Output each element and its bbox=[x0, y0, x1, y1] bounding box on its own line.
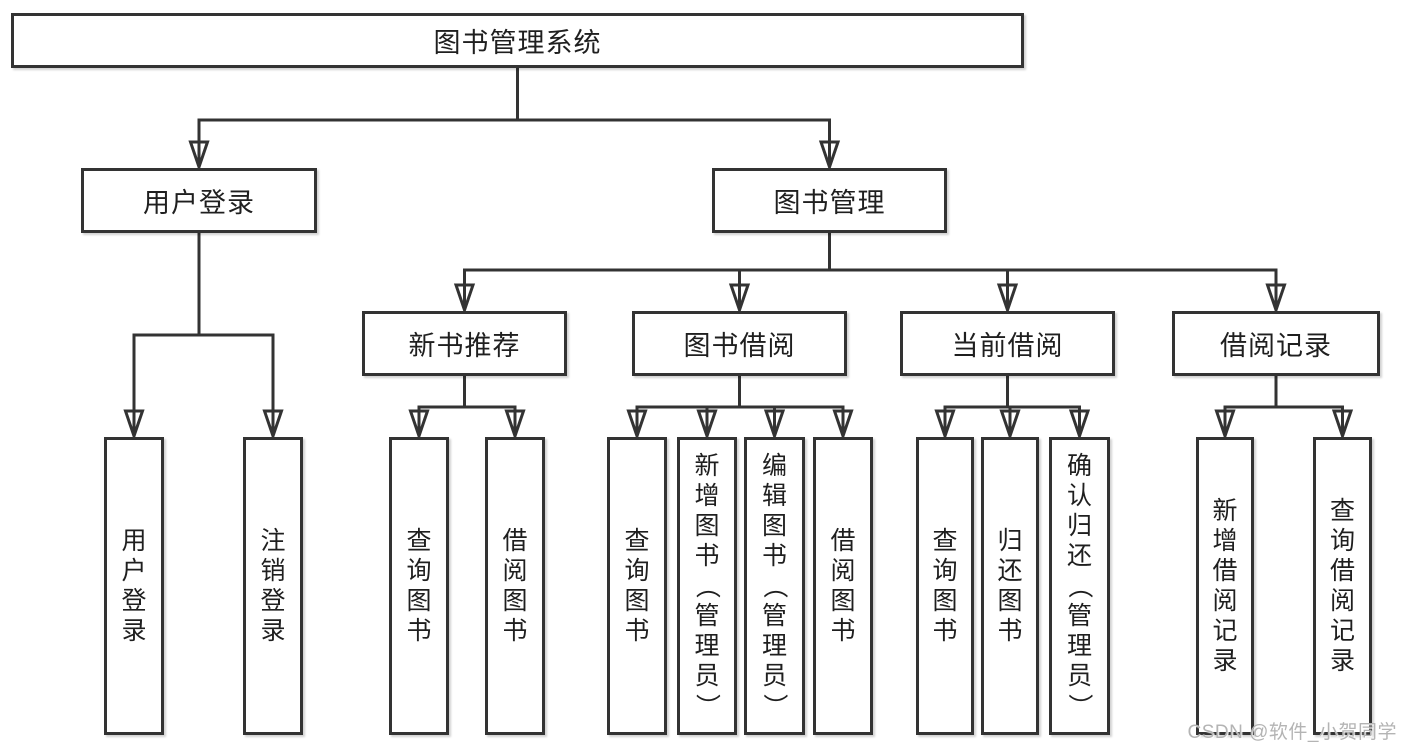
leaf-br-query-record: 查询借阅记录 bbox=[1313, 437, 1372, 735]
node-borrowing-record: 借阅记录 bbox=[1172, 311, 1380, 376]
node-new-book-recommendation: 新书推荐 bbox=[362, 311, 567, 376]
leaf-bb-query-book: 查询图书 bbox=[607, 437, 667, 735]
watermark: CSDN @软件_小贺同学 bbox=[1187, 722, 1397, 743]
leaf-cb-query-book: 查询图书 bbox=[916, 437, 974, 735]
leaf-br-add-record: 新增借阅记录 bbox=[1196, 437, 1254, 735]
node-user-login: 用户登录 bbox=[81, 168, 317, 233]
node-book-management: 图书管理 bbox=[712, 168, 947, 233]
leaf-cb-confirm-return-admin: 确认归还（管理员） bbox=[1049, 437, 1110, 735]
node-current-borrowing: 当前借阅 bbox=[900, 311, 1115, 376]
leaf-cb-return-book: 归还图书 bbox=[981, 437, 1039, 735]
leaf-user-login: 用户登录 bbox=[104, 437, 164, 735]
leaf-rec-borrow-book: 借阅图书 bbox=[485, 437, 545, 735]
leaf-bb-edit-book-admin: 编辑图书（管理员） bbox=[744, 437, 805, 735]
leaf-rec-query-book: 查询图书 bbox=[389, 437, 449, 735]
node-book-borrowing: 图书借阅 bbox=[632, 311, 847, 376]
node-root: 图书管理系统 bbox=[11, 13, 1024, 68]
leaf-logout: 注销登录 bbox=[243, 437, 303, 735]
leaf-bb-borrow-book: 借阅图书 bbox=[813, 437, 873, 735]
leaf-bb-add-book-admin: 新增图书（管理员） bbox=[677, 437, 737, 735]
